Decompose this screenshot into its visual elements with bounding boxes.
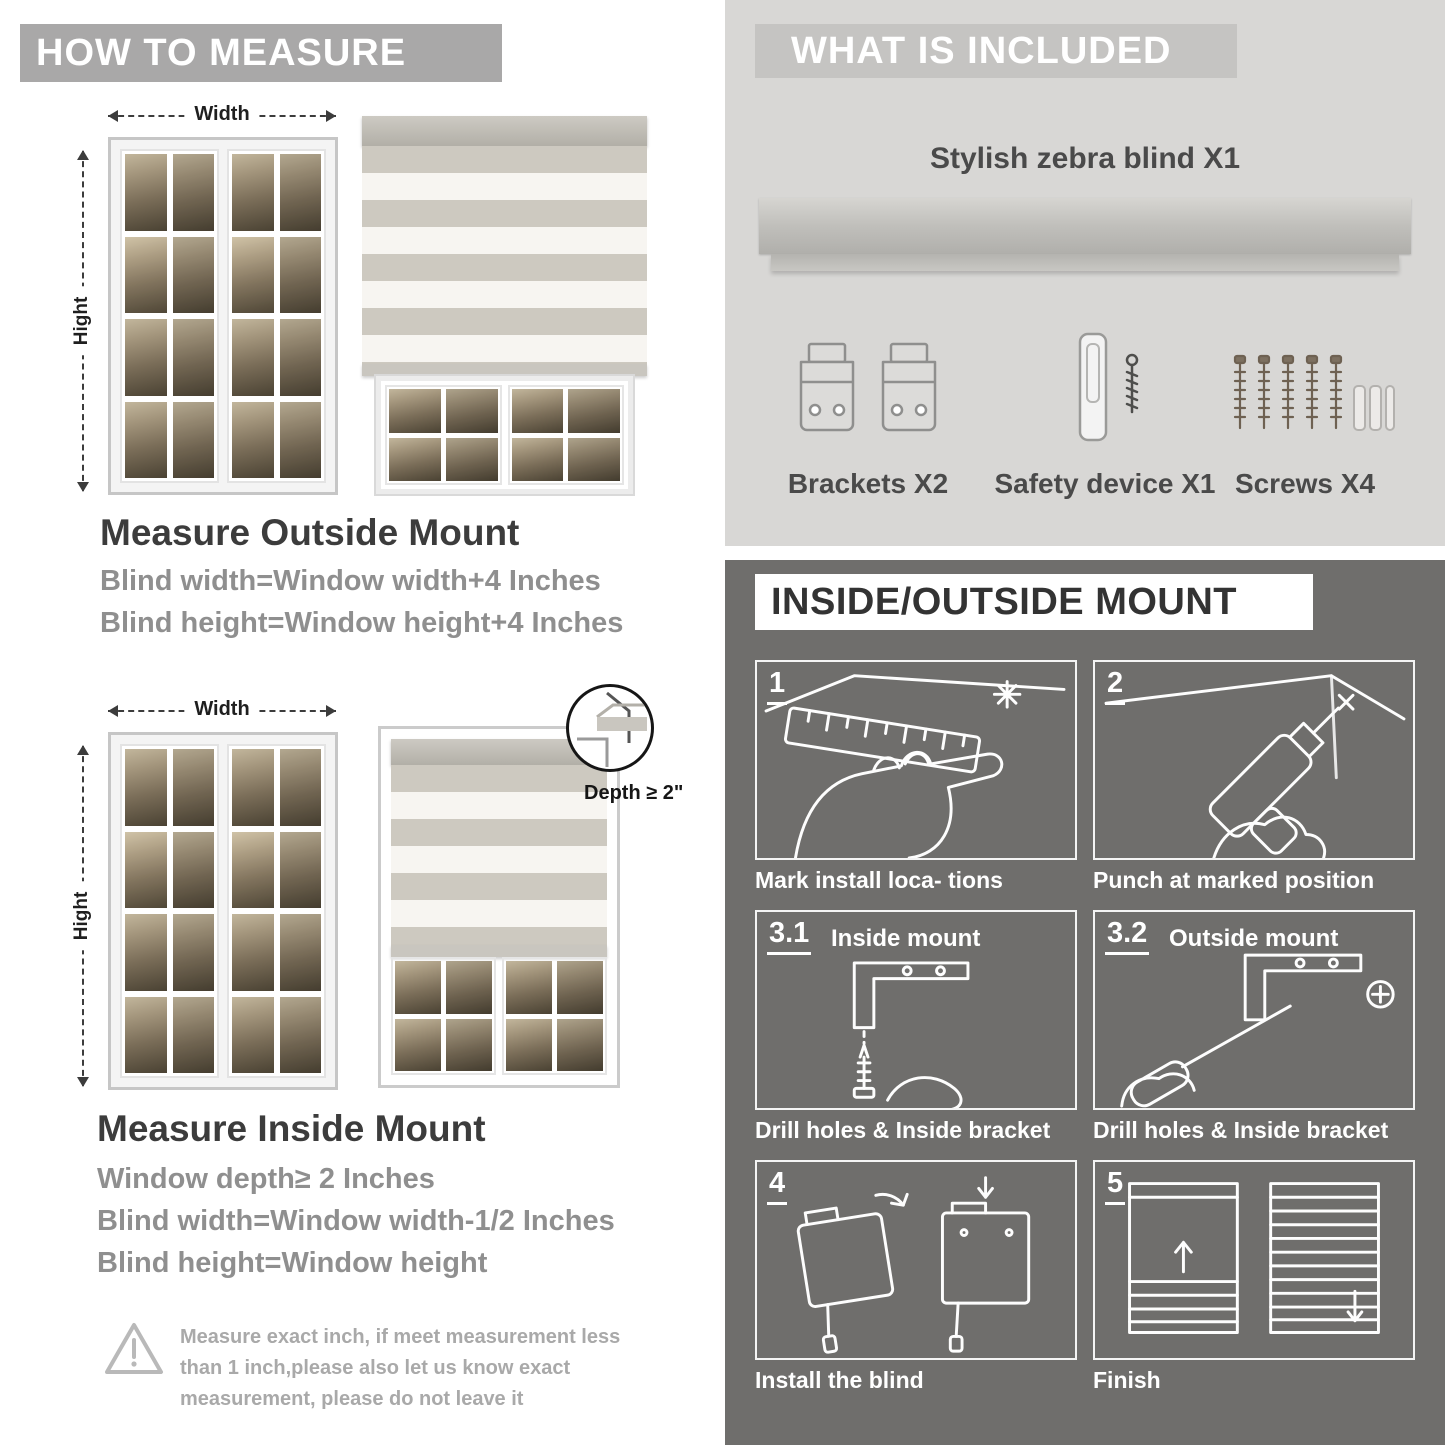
height-dimension-arrow: Hight <box>71 745 93 1087</box>
height-dimension-arrow: Hight <box>71 150 93 492</box>
step-number: 3.1 <box>767 919 812 955</box>
window-below-blind <box>391 957 607 1075</box>
safety-device-label: Safety device X1 <box>994 468 1216 499</box>
step-2: 2 Punch at <box>1093 660 1415 894</box>
window-photo <box>108 137 338 495</box>
inside-formula-depth: Window depth≥ 2 Inches <box>97 1163 435 1195</box>
mount-banner: INSIDE/OUTSIDE MOUNT <box>755 574 1313 630</box>
window-photo <box>108 732 338 1090</box>
zebra-stripes <box>362 146 647 364</box>
inside-bracket-icon <box>852 961 970 1108</box>
step-number: 2 <box>1105 669 1126 705</box>
outside-formula-height: Blind height=Window height+4 Inches <box>100 607 624 639</box>
outside-formula-width: Blind width=Window width+4 Inches <box>100 565 601 597</box>
depth-callout-circle <box>566 684 654 772</box>
step-caption: Finish <box>1093 1367 1161 1393</box>
headrail-illustration <box>759 198 1411 271</box>
step-number: 5 <box>1105 1169 1126 1205</box>
window-corner-icon <box>577 691 651 767</box>
height-label: Hight <box>71 881 93 951</box>
step-caption: Punch at marked position <box>1093 867 1375 893</box>
mark-location-icon <box>764 674 1066 858</box>
warning-triangle-icon <box>102 1320 166 1383</box>
step-3-1: 3.1 Inside mount Drill holes & In <box>755 910 1077 1144</box>
blind-headrail <box>362 116 647 146</box>
outside-blind-figure <box>362 116 647 496</box>
product-label: Stylish zebra blind X1 <box>929 142 1241 175</box>
width-label: Width <box>184 103 260 126</box>
brackets-icon <box>799 342 937 432</box>
width-label: Width <box>184 698 260 721</box>
outside-window-figure: Width Hight <box>70 103 338 495</box>
step-number: 1 <box>767 669 788 705</box>
step-caption: Drill holes & Inside bracket <box>755 1117 1051 1143</box>
step-caption: Drill holes & Inside bracket <box>1093 1117 1389 1143</box>
mount-steps-grid: 1 Mark install loca- tions <box>755 660 1415 1394</box>
inside-formula-width: Blind width=Window width-1/2 Inches <box>97 1205 615 1237</box>
how-to-measure-section: HOW TO MEASURE Width Hight <box>0 0 712 1445</box>
screws-label: Screws X4 <box>1234 468 1376 499</box>
finish-blind-icon <box>1128 1182 1380 1334</box>
zebra-stripes <box>391 765 607 945</box>
window-below-blind <box>374 374 635 496</box>
step-title: Inside mount <box>831 925 981 952</box>
install-blind-icon <box>796 1176 1031 1354</box>
width-dimension-arrow: Width <box>108 103 336 126</box>
inside-blind-figure <box>378 726 620 1088</box>
measurement-warning-text: Measure exact inch, if meet measurement … <box>180 1326 621 1410</box>
step-caption: Mark install loca- tions <box>755 867 1003 893</box>
drill-icon <box>1104 674 1406 858</box>
step-4: 4 <box>755 1160 1077 1394</box>
step-caption: Install the blind <box>755 1367 924 1393</box>
inside-window-figure: Width Hight <box>70 698 338 1090</box>
step-5: 5 Finish <box>1093 1160 1415 1394</box>
outside-bracket-icon <box>1120 953 1395 1108</box>
step-3-2: 3.2 Outside mount D <box>1093 910 1415 1144</box>
inside-formula-height: Blind height=Window height <box>97 1247 488 1279</box>
step-number: 3.2 <box>1105 919 1150 955</box>
brackets-label: Brackets X2 <box>787 468 949 499</box>
blind-bottomrail <box>391 945 607 957</box>
width-dimension-arrow: Width <box>108 698 336 721</box>
step-number: 4 <box>767 1169 788 1205</box>
step-1: 1 Mark install loca- tions <box>755 660 1077 894</box>
blind-bottomrail <box>362 364 647 376</box>
height-label: Hight <box>71 286 93 356</box>
outside-mount-heading: Measure Outside Mount <box>100 512 520 553</box>
what-is-included-banner: WHAT IS INCLUDED <box>755 24 1237 78</box>
mount-instructions-section: INSIDE/OUTSIDE MOUNT 1 <box>725 560 1445 1445</box>
how-to-measure-banner: HOW TO MEASURE <box>20 24 502 82</box>
depth-label: Depth ≥ 2" <box>584 782 684 804</box>
safety-device-icon <box>1078 332 1139 442</box>
step-title: Outside mount <box>1169 925 1339 952</box>
inside-mount-heading: Measure Inside Mount <box>97 1108 486 1149</box>
what-is-included-section: WHAT IS INCLUDED Stylish zebra blind X1 <box>725 0 1445 546</box>
screws-icon <box>1233 354 1395 431</box>
